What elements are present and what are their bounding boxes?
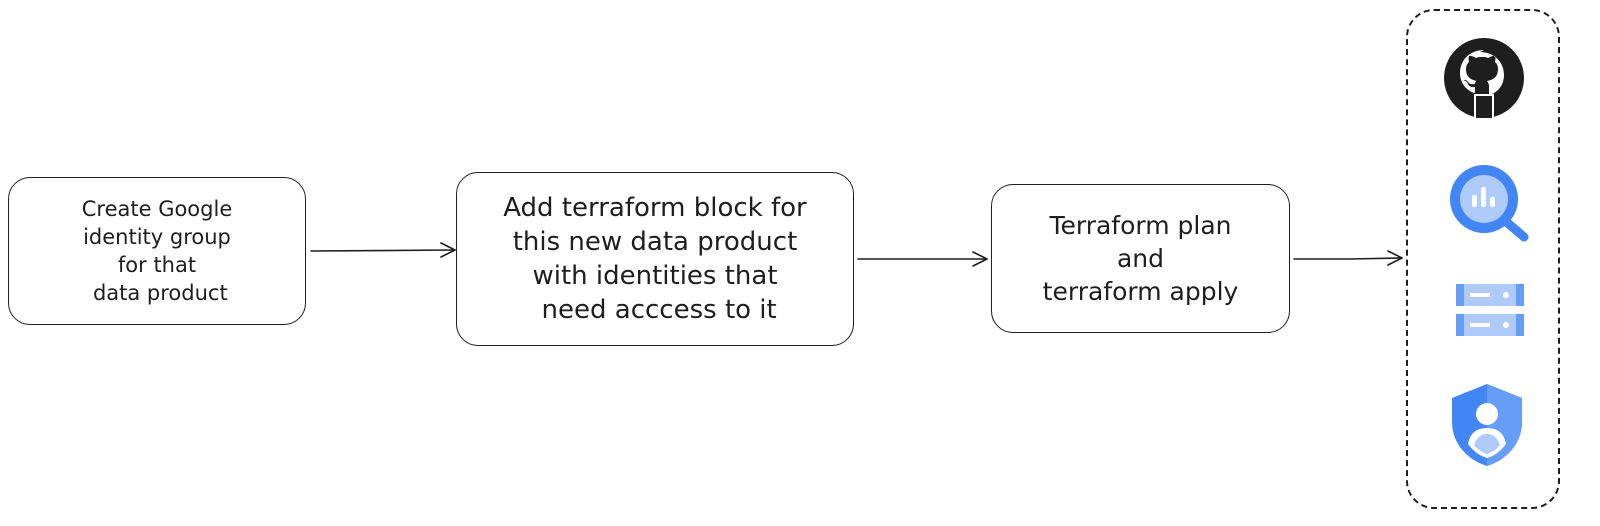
- github-icon: [1444, 38, 1524, 118]
- step-create-identity-group: Create Google identity group for that da…: [8, 177, 306, 325]
- step2-line: need acccess to it: [533, 295, 777, 325]
- step1-line: identity group: [83, 225, 231, 249]
- step1-line: data product: [86, 281, 228, 305]
- step3-line: and: [1116, 244, 1165, 273]
- step-terraform-plan-apply: Terraform plan and terraform apply: [991, 184, 1290, 333]
- step2-line: with identities that: [532, 261, 778, 291]
- step1-line: Create Google: [81, 197, 233, 221]
- step-add-terraform-block: Add terraform block for this new data pr…: [456, 172, 854, 346]
- step1-line: for that: [117, 253, 197, 277]
- step2-line: this new data product: [512, 227, 798, 257]
- arrow-step2-to-step3: [857, 251, 988, 267]
- bigquery-icon: [1450, 165, 1529, 242]
- arrow-step3-to-targets: [1293, 250, 1403, 266]
- step2-line: Add terraform block for: [503, 193, 807, 223]
- target-systems-group: [1406, 9, 1560, 509]
- step3-line: terraform apply: [1042, 277, 1239, 306]
- arrow-step1-to-step2: [310, 242, 456, 258]
- identity-shield-icon: [1452, 384, 1522, 466]
- storage-icon: [1456, 284, 1524, 336]
- step3-line: Terraform plan: [1049, 211, 1232, 240]
